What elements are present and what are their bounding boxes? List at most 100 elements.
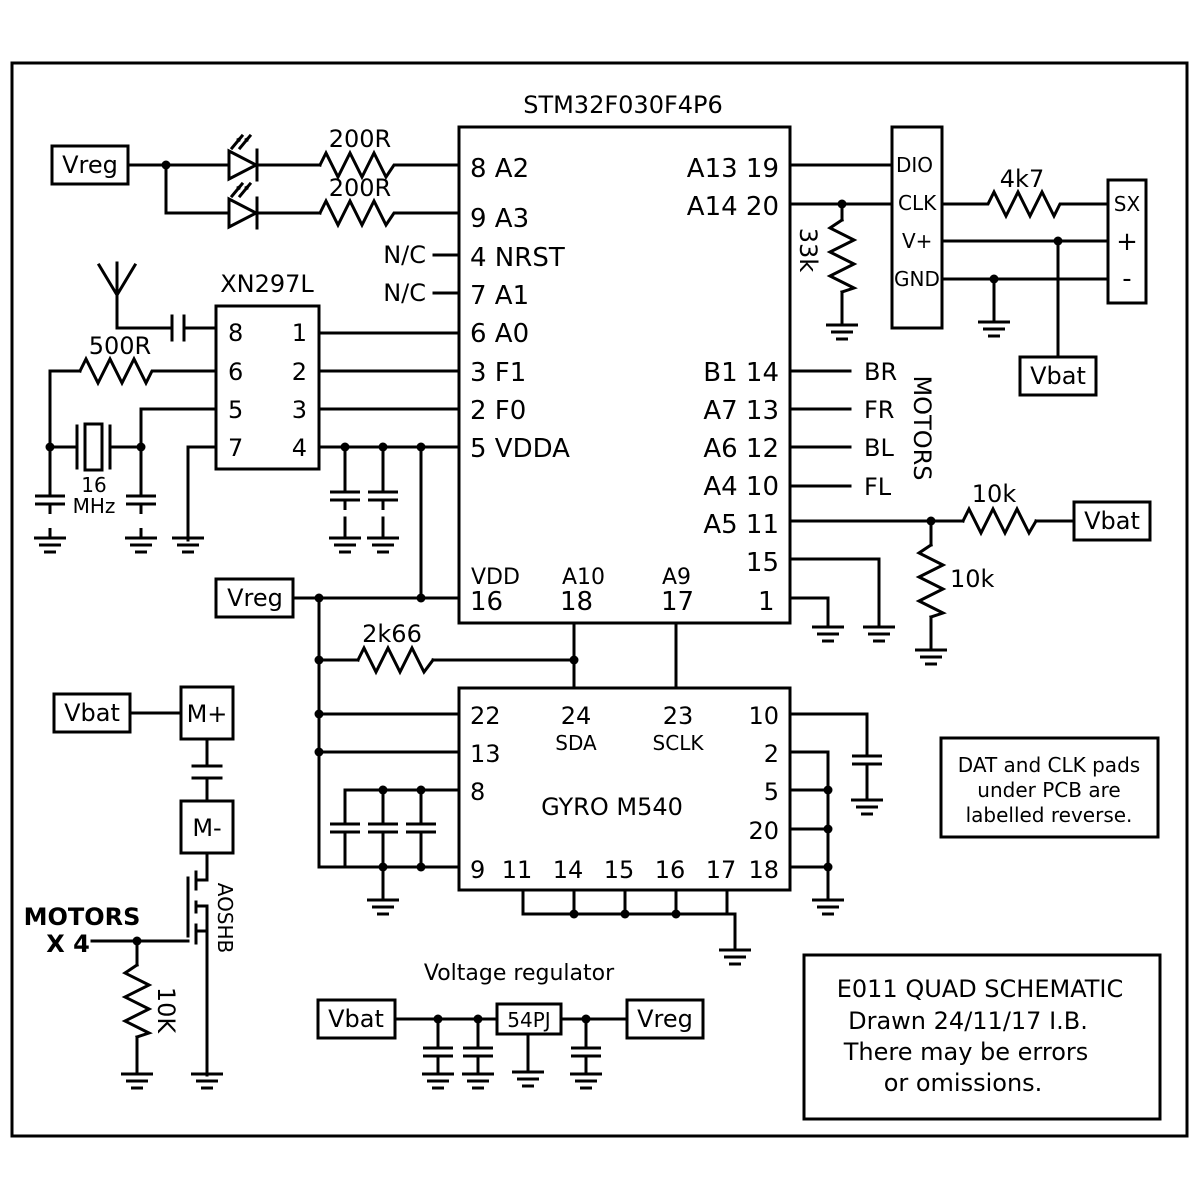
radio-chip: XN297L 8 6 5 7 1 2 3 4 [214, 270, 321, 471]
gyro-pin-2: 2 [764, 740, 779, 768]
regulator-part: 54PJ [507, 1008, 550, 1032]
programming-header: DIO CLK V+ GND [890, 125, 944, 330]
gyro-chip: GYRO M540 22 13 8 9 24 23 SDA SCLK 10 2 … [457, 686, 792, 892]
motor-label-fr: FR [864, 396, 894, 424]
motor-driver: Vbat M+ M- AOSHB MOTORS X 4 10K [24, 685, 237, 1090]
resistor-10k-top-label: 10k [972, 480, 1017, 508]
gyro-pin-16: 16 [655, 856, 686, 884]
resistor-2k66-label: 2k66 [362, 620, 422, 648]
title-block: E011 QUAD SCHEMATIC Drawn 24/11/17 I.B. … [802, 953, 1162, 1121]
voltage-regulator: Voltage regulator Vbat 54PJ Vreg [316, 961, 705, 1090]
resistor-10k-bottom [915, 542, 947, 619]
nc-label-a1: N/C [383, 279, 426, 307]
radio-name: XN297L [220, 270, 314, 298]
gyro-pin-15: 15 [604, 856, 635, 884]
sx-label: SX [1114, 192, 1141, 216]
header-pin-clk: CLK [898, 191, 937, 215]
gyro-pin-23: 23 [663, 702, 694, 730]
motors-x4-label-2: X 4 [46, 930, 90, 958]
gyro-pin-18: 18 [748, 856, 779, 884]
vbat-box-divider [1072, 500, 1152, 542]
crystal-freq-label: 16 [81, 473, 106, 497]
mcu-pin-a0: 6 A0 [470, 319, 529, 349]
vbat-label-header: Vbat [1030, 362, 1086, 390]
gyro-pin-17: 17 [706, 856, 737, 884]
resistor-10k-gate-label: 10K [152, 987, 180, 1035]
radio-pin-2: 2 [292, 358, 307, 386]
vreg-label-mid: Vreg [227, 584, 283, 612]
radio-pin-7: 7 [228, 434, 243, 462]
radio-pin-6: 6 [228, 358, 243, 386]
motor-label-fl: FL [864, 473, 892, 501]
motor-label-br: BR [864, 358, 897, 386]
nc-label-nrst: N/C [383, 241, 426, 269]
radio-pin-3: 3 [292, 396, 307, 424]
vbat-label-motor: Vbat [64, 699, 120, 727]
radio-pin-5: 5 [228, 396, 243, 424]
mcu-pin-vdda: 5 VDDA [470, 434, 570, 464]
gyro-pin-20: 20 [748, 817, 779, 845]
mcu-pin-1: 1 [758, 587, 775, 617]
gyro-pin-10: 10 [748, 702, 779, 730]
vreg-box-reg [625, 998, 705, 1040]
mcu-pin-a14: A14 20 [687, 192, 779, 222]
mcu-pin-a13: A13 19 [687, 154, 779, 184]
resistor-4k7-label: 4k7 [1000, 165, 1044, 193]
mcu-pin-a4: A4 10 [703, 472, 779, 502]
led-2 [227, 181, 260, 230]
mcu-pin-16: 16 [470, 587, 503, 617]
resistor-200r-label-1: 200R [329, 125, 391, 153]
motors-x4-label-1: MOTORS [24, 903, 141, 931]
resistor-500r-label: 500R [89, 332, 151, 360]
resistor-10k-bottom-label: 10k [950, 565, 995, 593]
mcu-pin-f0: 2 F0 [470, 396, 526, 426]
radio-pin-4: 4 [292, 434, 307, 462]
motors-title-vertical: MOTORS [908, 375, 936, 480]
mcu-pin-17: 17 [661, 587, 694, 617]
regulator-chip [495, 1002, 563, 1036]
resistor-4k7 [940, 188, 1110, 220]
gyro-pin-14: 14 [553, 856, 584, 884]
note-box: DAT and CLK pads under PCB are labelled … [939, 736, 1160, 839]
mcu-pin-f1: 3 F1 [470, 358, 526, 388]
crystal-unit-label: MHz [73, 494, 116, 518]
mcu-pin-a6: A6 12 [703, 434, 779, 464]
gyro-pin-8: 8 [470, 778, 485, 806]
radio-pin-8: 8 [228, 319, 243, 347]
mcu-label-vdd: VDD [471, 565, 520, 590]
vreg-box-mid [214, 577, 295, 619]
motor-plus-box [179, 685, 235, 741]
resistor-2k66 [355, 644, 436, 676]
vbat-label-reg: Vbat [328, 1005, 384, 1033]
motor-plus-label: M+ [187, 700, 228, 728]
gyro-name: GYRO M540 [541, 793, 683, 821]
resistor-200r-label-2: 200R [329, 174, 391, 202]
header-pin-dio: DIO [896, 153, 933, 177]
antenna-icon [96, 261, 218, 342]
mcu-label-a10: A10 [562, 565, 605, 590]
header-pin-gnd: GND [894, 267, 940, 291]
regulator-title: Voltage regulator [424, 961, 615, 986]
mcu-chip: STM32F030F4P6 8 A2 9 A3 4 NRST 7 A1 6 A0… [457, 91, 792, 625]
mcu-label-a9: A9 [662, 565, 691, 590]
led-1 [227, 133, 260, 182]
sx-minus: - [1122, 264, 1131, 294]
mcu-pin-nrst: 4 NRST [470, 243, 565, 273]
crystal-16mhz [75, 422, 112, 472]
mcu-pin-a1: 7 A1 [470, 281, 529, 311]
led-circuit: Vreg 200R 200R [50, 125, 461, 230]
mcu-pin-15: 15 [746, 548, 779, 578]
resistor-200r-1 [317, 149, 402, 181]
vbat-label-divider: Vbat [1084, 507, 1140, 535]
title-line-4: or omissions. [884, 1069, 1043, 1097]
note-line-2: under PCB are [977, 778, 1120, 802]
gyro-label-sda: SDA [555, 731, 597, 755]
gyro-pin-24: 24 [561, 702, 592, 730]
motor-minus-label: M- [192, 814, 221, 842]
mcu-pin-18: 18 [560, 587, 593, 617]
radio-pin-1: 1 [292, 319, 307, 347]
vreg-label-top: Vreg [62, 151, 118, 179]
resistor-10k-gate [121, 962, 153, 1039]
gyro-label-sclk: SCLK [653, 731, 705, 755]
gyro-pin-13: 13 [470, 740, 501, 768]
